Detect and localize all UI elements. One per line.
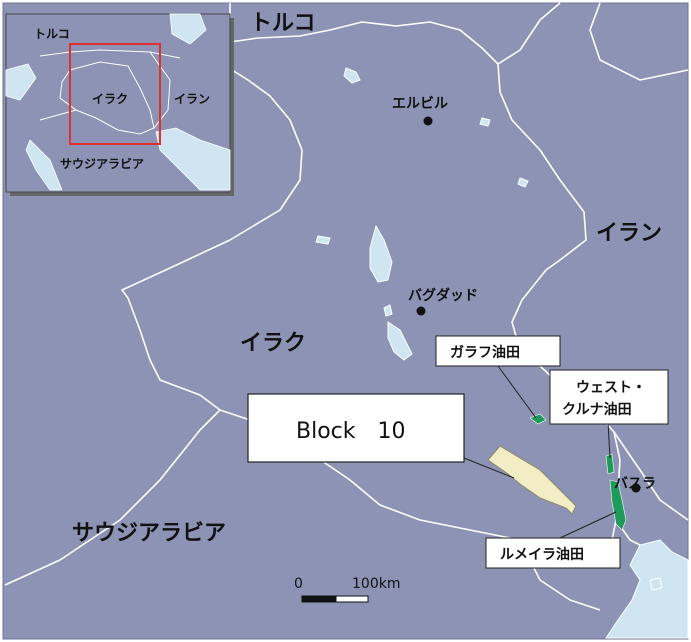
basra-marker xyxy=(631,483,641,493)
block-10-box xyxy=(247,393,465,463)
lake-tharthar xyxy=(369,224,393,283)
inset-turkey-label: トルコ xyxy=(34,27,70,41)
persian-gulf xyxy=(605,539,689,639)
inset-iraq-border xyxy=(59,61,155,135)
iran-south-border xyxy=(613,431,689,521)
baghdad-marker xyxy=(416,306,426,316)
iran-east-border xyxy=(589,2,689,81)
saudi-label: サウジアラビア xyxy=(72,521,226,546)
inset-med xyxy=(5,63,37,101)
oilfields xyxy=(529,413,627,531)
rumaila-oilfield xyxy=(609,479,627,531)
scale-bar-black xyxy=(301,595,337,603)
water-bodies xyxy=(315,67,689,639)
inset-water xyxy=(5,13,231,191)
city-markers xyxy=(416,116,641,493)
rumaila-leader xyxy=(559,511,617,539)
scale-zero: 0 xyxy=(294,576,303,592)
erbil-marker xyxy=(423,116,433,126)
lake-east-small xyxy=(517,177,529,188)
rumaila-label: ルメイラ油田 xyxy=(500,546,584,563)
iraq-label: イラク xyxy=(240,331,306,356)
basra-label: バスラ xyxy=(614,476,656,492)
turkey-iran-border xyxy=(497,2,561,65)
inset-iran-label: イラン xyxy=(174,92,210,106)
west-qurna-label-line1: ウェスト・ xyxy=(576,380,646,396)
inset-saudi-label: サウジアラビア xyxy=(60,156,144,171)
inset-map: トルコ イラク イラン サウジアラビア xyxy=(5,13,234,196)
block-10-area xyxy=(487,445,577,515)
garraf-box xyxy=(435,335,561,367)
lake-razazah xyxy=(387,321,413,361)
garraf-leader xyxy=(497,365,537,419)
inset-red-sea xyxy=(25,139,63,191)
gulf-island xyxy=(649,577,663,591)
lake-habbaniyah xyxy=(383,304,393,317)
saudi-border xyxy=(4,409,221,586)
block-10-label: Block 10 xyxy=(296,419,406,444)
erbil-label: エルビル xyxy=(392,96,448,112)
inset-highlight xyxy=(69,43,161,145)
inset-iraq-label: イラク xyxy=(92,92,128,106)
west-qurna-leader xyxy=(607,421,611,459)
inset-gulf xyxy=(155,127,231,191)
iran-label: イラン xyxy=(596,221,662,246)
lake-north xyxy=(343,67,361,84)
lake-east-marsh xyxy=(479,117,491,127)
scale-bar: 0 100km xyxy=(294,576,400,603)
leader-lines xyxy=(463,365,617,539)
garraf-label: ガラフ油田 xyxy=(450,344,520,361)
baghdad-label: バグダッド xyxy=(408,287,478,304)
lake-small-west xyxy=(315,235,331,245)
west-qurna-label-line2: クルナ油田 xyxy=(562,401,632,418)
block-leader xyxy=(463,457,515,479)
scale-bar-white xyxy=(335,595,369,603)
rumaila-box xyxy=(485,537,621,569)
turkey-label: トルコ xyxy=(250,11,316,36)
garraf-oilfield xyxy=(529,413,547,425)
inset-caspian xyxy=(169,13,207,45)
west-qurna-box xyxy=(549,369,669,425)
scale-max: 100km xyxy=(352,576,400,592)
